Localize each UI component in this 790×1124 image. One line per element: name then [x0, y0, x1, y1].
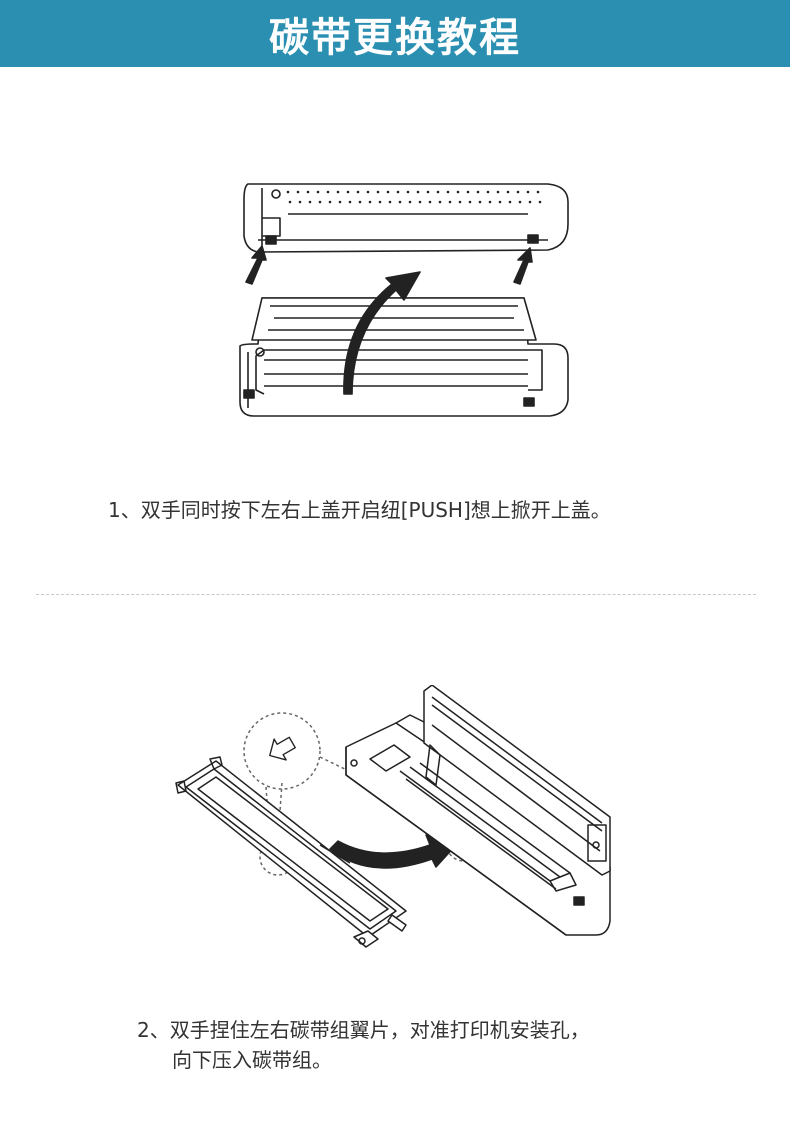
section-divider — [36, 594, 756, 595]
ribbon-install-illustration — [175, 685, 611, 948]
header-banner: 碳带更换教程 — [0, 0, 790, 67]
step-2-caption-line-2: 向下压入碳带组。 — [172, 1048, 332, 1072]
printer-open-lid-illustration — [239, 183, 569, 417]
step-1-caption: 1、双手同时按下左右上盖开启纽[PUSH]想上掀开上盖。 — [108, 498, 611, 522]
step-2-caption-line-1: 2、双手捏住左右碳带组翼片，对准打印机安装孔， — [137, 1018, 590, 1042]
page-title: 碳带更换教程 — [269, 14, 521, 61]
